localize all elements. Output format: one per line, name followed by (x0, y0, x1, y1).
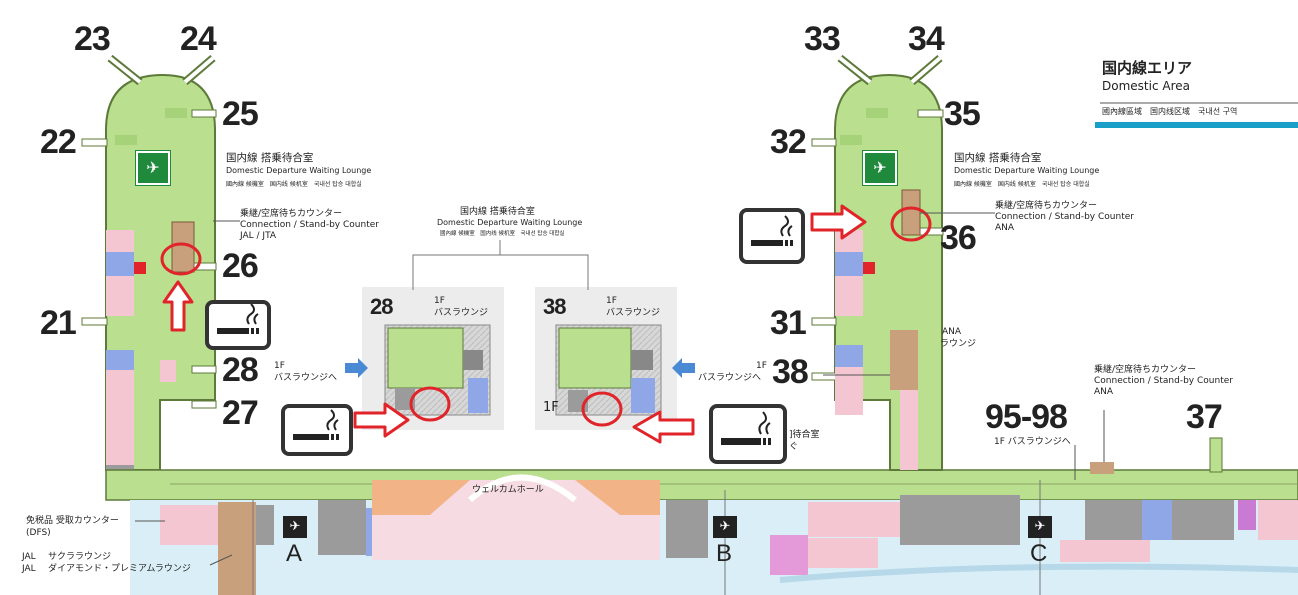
highlight-circle-left (160, 242, 202, 276)
lounge-center-en: Domestic Departure Waiting Lounge (437, 218, 583, 227)
dfs-en: (DFS) (26, 528, 51, 538)
gate-26: 26 (222, 247, 259, 285)
counter-lower-en: Connection / Stand-by Counter (1094, 376, 1233, 386)
gate-33: 33 (804, 20, 841, 58)
jal-sakura-brand: JAL (22, 552, 36, 562)
satellite-28-number: 28 (370, 294, 394, 319)
gate-22-bridge (81, 138, 108, 147)
gate-35: 35 (944, 95, 981, 133)
airplane-departure-icon: ✈ (1028, 516, 1052, 538)
bus-lounge-right-floor: 1F (756, 361, 767, 371)
red-right-arrow-lower (353, 402, 410, 438)
ana-lounge-ja: ラウンジ (940, 339, 977, 349)
lounge-right-multi: 國內線 候機室 国内线 候机室 국내선 탑승 대합실 (954, 181, 1090, 188)
red-up-arrow (162, 280, 194, 332)
area-title-multi: 國內線區域 国内线区域 국내선 구역 (1102, 107, 1238, 116)
smoking-icon (709, 404, 787, 464)
gate-22: 22 (40, 123, 77, 161)
airplane-departure-icon: ✈ (713, 516, 737, 538)
bus-lounge-left-to: バスラウンジへ (274, 373, 338, 383)
gate-28-bridge (191, 365, 217, 374)
counter-lower-ja: 乗継/空席待ちカウンター (1094, 365, 1197, 375)
sat28-floor: 1F (434, 296, 445, 306)
jal-diamond-lounge: ダイアモンド・プレミアムラウンジ (48, 564, 191, 574)
counter-right-ja: 乗継/空席待ちカウンター (995, 201, 1098, 211)
gate-23: 23 (74, 20, 111, 58)
counter-right-airline: ANA (995, 223, 1015, 233)
gate-35-bridge (917, 109, 944, 118)
red-right-arrow-upper (810, 204, 867, 240)
smoking-icon (281, 404, 353, 456)
gate-31-bridge (811, 317, 837, 326)
sat28-bus-lounge: バスラウンジ (434, 308, 489, 318)
checkpoint-b: B (716, 540, 733, 567)
lounge-left-ja: 国内線 搭乗待合室 (226, 152, 314, 164)
counter-lower-airline: ANA (1094, 387, 1114, 397)
gate-21: 21 (40, 304, 77, 342)
area-title-en: Domestic Area (1102, 79, 1190, 93)
blue-arrow-right (345, 358, 368, 378)
lounge-right-en: Domestic Departure Waiting Lounge (954, 166, 1100, 175)
airplane-departure-icon: ✈ (283, 516, 307, 538)
gate-95-98: 95-98 (985, 398, 1068, 436)
gate-24: 24 (180, 20, 217, 58)
counter-left-ja: 乗継/空席待ちカウンター (240, 209, 343, 219)
smoking-icon (739, 208, 805, 264)
area-title-ja: 国内線エリア (1102, 59, 1193, 77)
counter-left-airline: JAL / JTA (240, 231, 277, 241)
right-smoking-room (901, 189, 921, 236)
ana-lounge-room (890, 330, 918, 390)
waiting-lounge-icon: ✈ (135, 150, 171, 186)
gate-25: 25 (222, 95, 259, 133)
checkpoint-a: A (286, 540, 303, 567)
main-corridor (105, 469, 1298, 501)
highlight-circle-sat38 (581, 391, 623, 427)
checkpoint-c: C (1030, 540, 1048, 567)
gate-37: 37 (1186, 398, 1223, 436)
bus-lounge-left-floor: 1F (274, 361, 285, 371)
gate-37-bridge (1209, 437, 1223, 473)
gate-28: 28 (222, 351, 259, 389)
lounge-center-multi: 國內線 候機室 国内线 候机室 국내선 탑승 대합실 (440, 231, 565, 237)
sat38-floor: 1F (606, 296, 617, 306)
welcome-hall-label: ウェルカムホール (472, 485, 544, 495)
blue-arrow-left (672, 358, 695, 378)
gate-21-bridge (81, 317, 108, 326)
gate-36: 36 (940, 219, 977, 257)
dfs-ja: 免税品 受取カウンター (26, 516, 119, 526)
sat38-1f: 1F (543, 400, 559, 415)
jal-diamond-brand: JAL (22, 564, 36, 574)
gate-27: 27 (222, 394, 259, 432)
counter-left-en: Connection / Stand-by Counter (240, 220, 379, 230)
highlight-circle-sat28 (409, 386, 451, 422)
waiting-lounge-icon: ✈ (862, 150, 898, 186)
lounge-left-multi: 國內線 候機室 国内线 候机室 국내선 탑승 대합실 (226, 181, 362, 188)
jal-sakura-lounge: サクララウンジ (48, 552, 112, 562)
smoking-icon (205, 300, 271, 350)
bus-lounge-right-to: バスラウンジへ (698, 373, 762, 383)
cut-label-1: ]待合室 (789, 430, 820, 440)
lounge-right-ja: 国内線 搭乗待合室 (954, 152, 1042, 164)
highlight-circle-right (890, 206, 932, 242)
gate-31: 31 (770, 304, 807, 342)
ana-lounge-en: ANA (942, 327, 962, 337)
bus-lounge-9598: 1F バスラウンジへ (994, 437, 1071, 447)
gate-32: 32 (770, 123, 807, 161)
sat38-bus-lounge: バスラウンジ (606, 308, 661, 318)
lounge-center-ja: 国内線 搭乗待合室 (460, 207, 535, 217)
gate-34: 34 (908, 20, 945, 58)
cut-label-2: ぐ (789, 442, 799, 452)
gate-32-bridge (811, 138, 837, 147)
lounge-left-en: Domestic Departure Waiting Lounge (226, 166, 372, 175)
gate-25-bridge (191, 109, 217, 118)
red-left-arrow (632, 410, 695, 444)
gate-38: 38 (772, 353, 809, 391)
area-accent-bar (1095, 122, 1298, 128)
counter-right-en: Connection / Stand-by Counter (995, 212, 1134, 222)
gate-38-bridge (811, 372, 837, 381)
gate-27-bridge (191, 400, 217, 409)
satellite-38-number: 38 (543, 294, 567, 319)
